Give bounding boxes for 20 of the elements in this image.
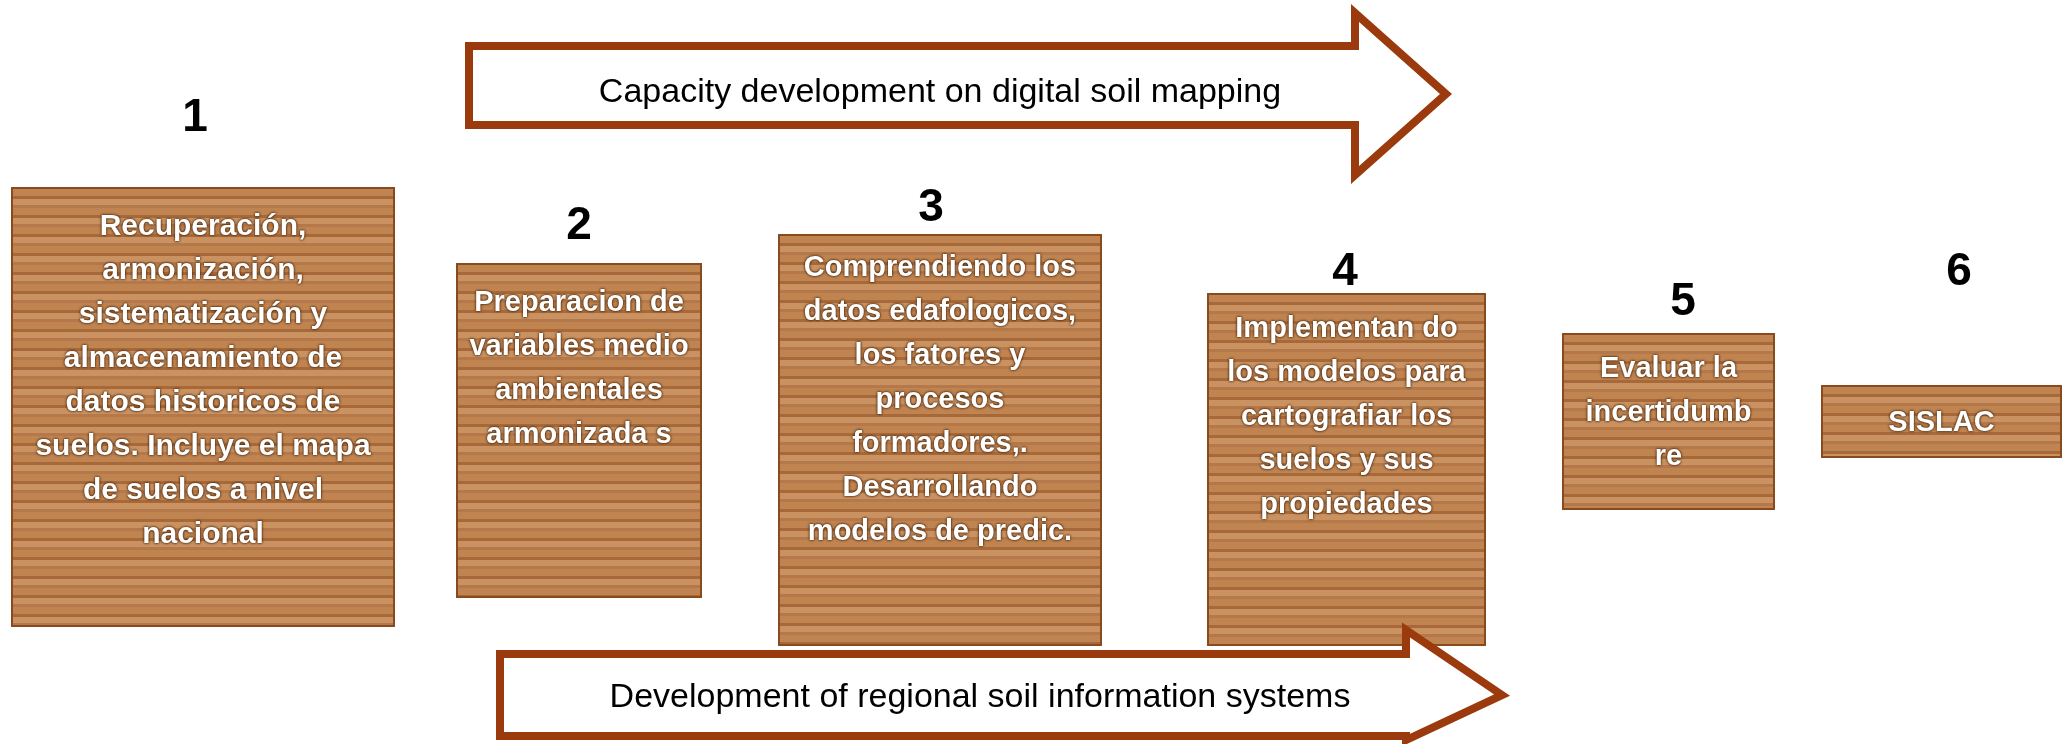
wood-textured-box [11,187,395,627]
box-text: Comprendiendo los datos edafologicos, los fatores y procesos formadores,. Desarrollando modelos de predic. [802,249,1078,548]
wood-textured-box [1821,385,2062,458]
step-number: 4 [1332,246,1358,292]
step-number: 2 [566,200,592,246]
arrow-text: Development of regional soil information systems [609,675,1351,715]
step-number: 1 [182,92,208,138]
wood-textured-box [778,234,1102,646]
wood-textured-box [1562,333,1775,510]
arrow-text: Capacity development on digital soil mapping [598,70,1282,110]
wood-textured-box [456,263,702,598]
wood-textured-box [1207,293,1486,646]
step-number: 3 [918,182,944,228]
step-number: 6 [1946,246,1972,292]
box-text: Implementan do los modelos para cartografiar los suelos y sus propiedades [1226,310,1467,521]
step-number: 5 [1670,276,1696,322]
box-text: SISLAC [1888,404,1995,439]
box-text: Recuperación, armonización, sistematización y almacenamiento de datos historicos de suelos. Incluye el mapa de suelos a nivel nacional [34,207,372,551]
box-text: Evaluar la incertidumb re [1584,350,1753,473]
box-text: Preparacion de variables medio ambientales armonizada s [468,284,690,451]
